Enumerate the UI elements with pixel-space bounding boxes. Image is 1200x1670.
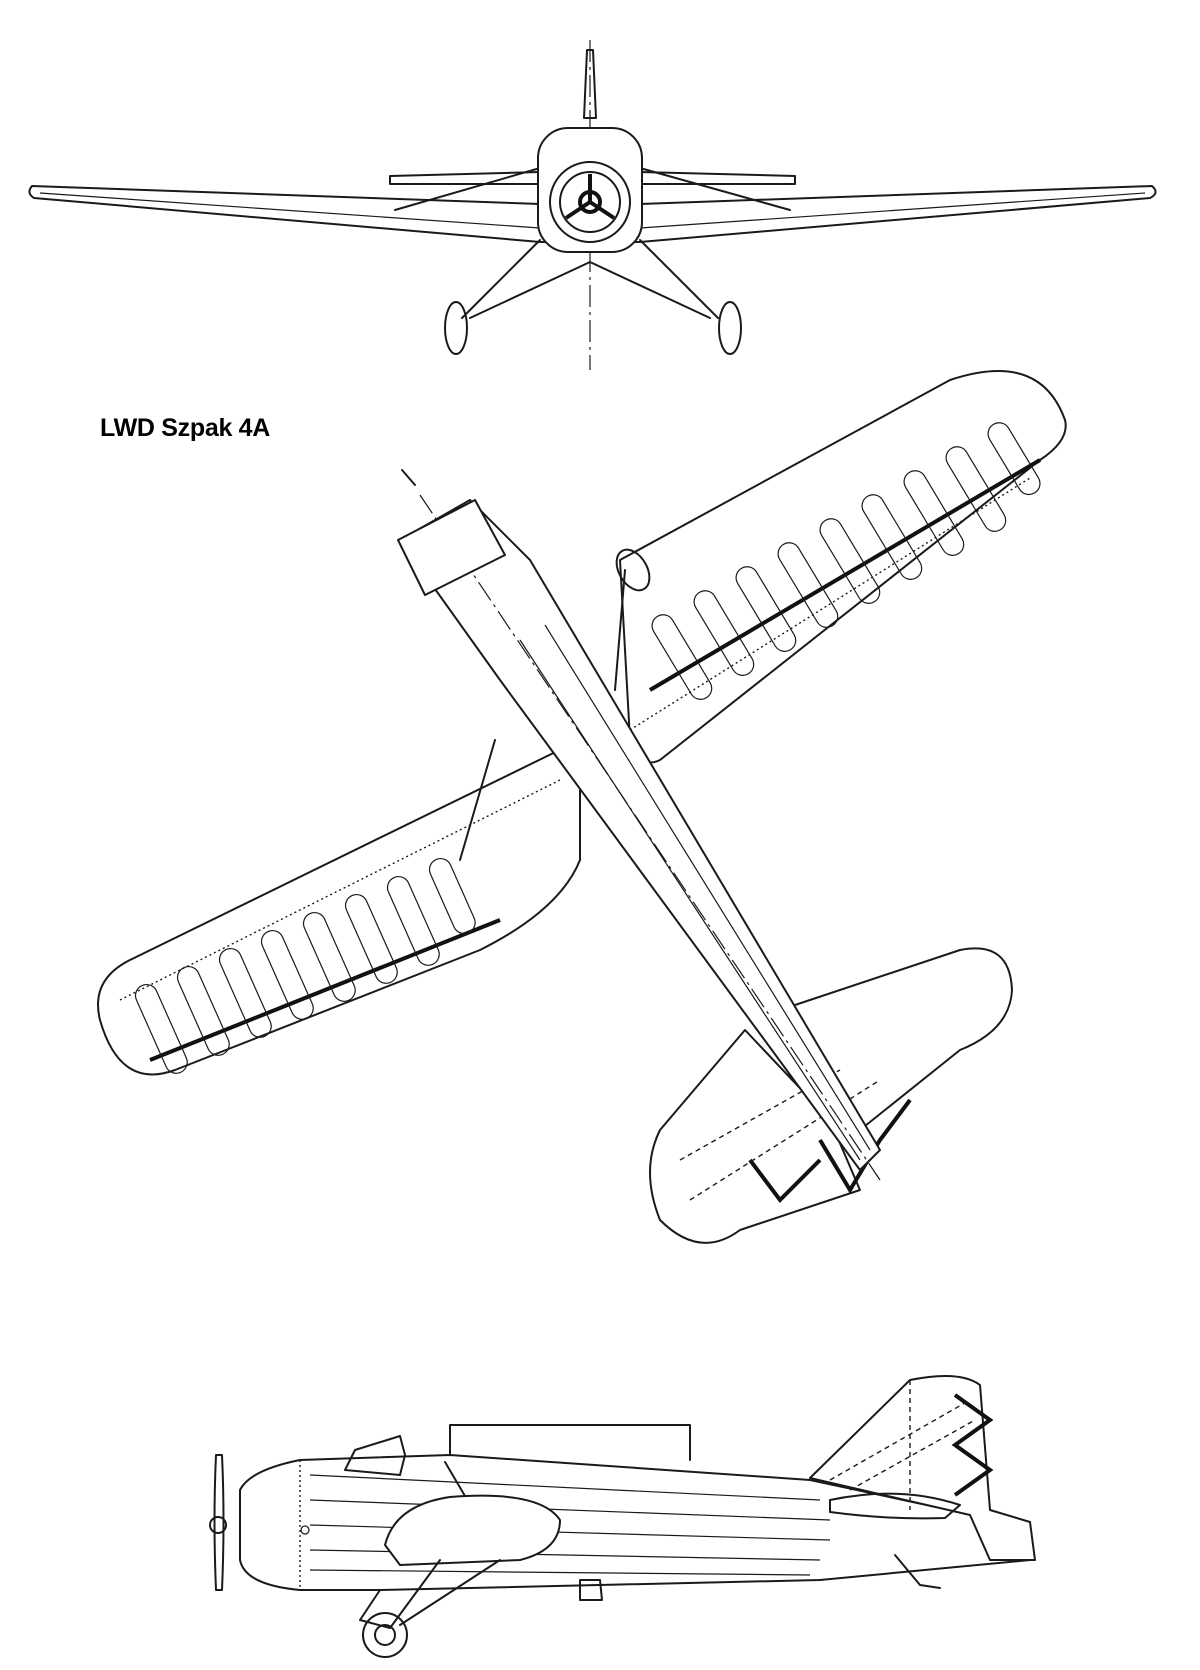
- plan-wing-left-ribs: [134, 857, 476, 1074]
- front-strut-left: [394, 167, 541, 211]
- side-rivet: [300, 1525, 310, 1535]
- plan-fuselage: [399, 499, 881, 1171]
- side-fin-ribs: [829, 1380, 976, 1510]
- plan-cowling: [397, 499, 506, 596]
- front-wheel-left: [444, 301, 468, 355]
- side-fuselage-stringers: [309, 1474, 831, 1576]
- aircraft-title: LWD Szpak 4A: [100, 414, 271, 442]
- plan-tailplane-left: [649, 1029, 861, 1244]
- plan-strut-left: [459, 739, 496, 861]
- front-propeller-hub: [564, 174, 616, 220]
- plan-view: [97, 370, 1067, 1244]
- front-fin: [583, 49, 597, 119]
- side-windscreen: [344, 1435, 406, 1476]
- front-wing-line-left: [39, 192, 541, 229]
- front-wing: [28, 185, 1157, 243]
- front-engine-ring: [549, 161, 631, 243]
- plan-wing-right: [619, 370, 1067, 764]
- side-tail-skid: [894, 1554, 941, 1589]
- side-view: [209, 1375, 1036, 1658]
- side-wing-root: [384, 1494, 561, 1566]
- side-propeller: [213, 1454, 225, 1591]
- plan-tail-rib-lines: [679, 1069, 881, 1201]
- front-wheel-right: [718, 301, 742, 355]
- plan-wheel: [615, 548, 651, 592]
- front-wing-line-right: [639, 192, 1146, 229]
- plan-fuselage-stringers: [519, 624, 871, 1161]
- side-wheel: [362, 1612, 408, 1658]
- front-gear-legs: [461, 239, 719, 319]
- side-step: [579, 1579, 603, 1601]
- side-tailplane: [829, 1492, 961, 1520]
- front-engine-inner: [559, 171, 621, 233]
- side-fin: [809, 1375, 1036, 1561]
- plan-wing-left: [97, 739, 581, 1076]
- plan-wing-left-spar: [149, 918, 501, 1062]
- plan-centerline: [419, 494, 881, 1181]
- plan-wing-left-aileron-line: [119, 779, 561, 1001]
- side-cabane-strut: [444, 1461, 466, 1497]
- side-fin-bracing: [951, 1393, 994, 1497]
- side-spinner: [209, 1516, 227, 1534]
- side-canopy-rail: [449, 1424, 691, 1461]
- front-strut-right: [639, 167, 791, 211]
- plan-wing-right-ribs: [651, 422, 1041, 700]
- side-wheel-hub: [374, 1624, 396, 1646]
- plan-strut: [614, 569, 626, 691]
- plan-wing-right-aileron-line: [629, 477, 1031, 731]
- plan-spinner: [401, 469, 416, 486]
- front-spinner: [578, 190, 602, 214]
- front-view: [28, 40, 1157, 370]
